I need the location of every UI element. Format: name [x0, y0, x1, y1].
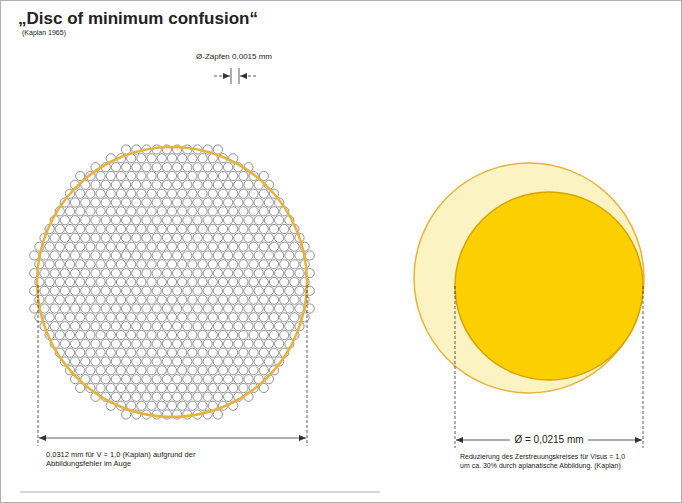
- cone-grid: [30, 145, 315, 419]
- title: „Disc of minimum confusion“: [18, 8, 258, 29]
- disc-dimension-note: 0,0312 mm für V = 1,0 (Kaplan) aufgrund …: [46, 450, 246, 469]
- outer-disc: [414, 163, 644, 393]
- source-note: (Kaplan 1965): [22, 29, 66, 38]
- disc-dimension: Ø = 0,0215 mm: [510, 433, 587, 448]
- disc-outline: [37, 147, 307, 417]
- inner-disc: [455, 192, 643, 380]
- cone-dimension: Ø-Zapfen 0,0015 mm: [196, 52, 272, 62]
- reduction-note: Reduzierung des Zerstreuungskreises für …: [460, 453, 630, 471]
